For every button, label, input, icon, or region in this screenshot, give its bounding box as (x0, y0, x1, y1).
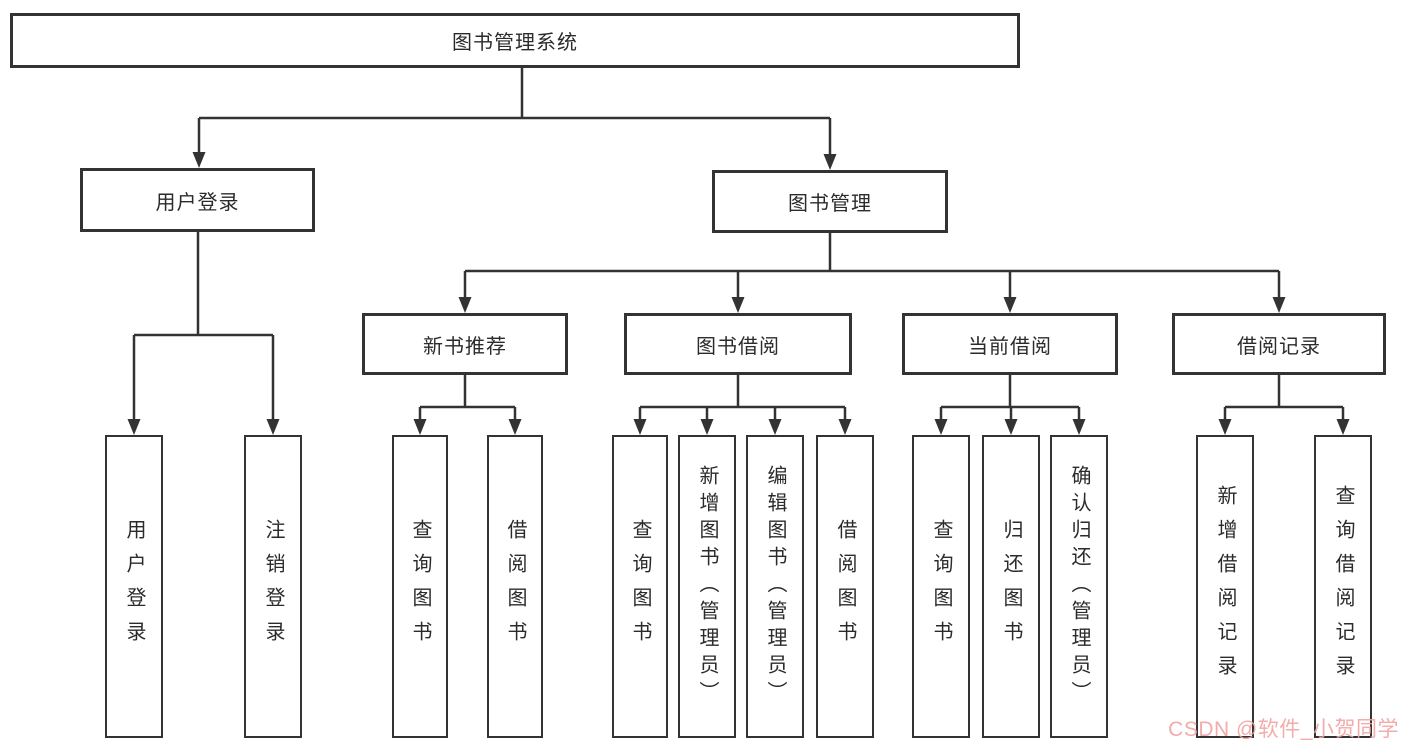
leaf-recommend-borrow-book: 借阅图书 (487, 435, 543, 738)
node-user-login: 用户登录 (80, 168, 315, 232)
leaf-borrow-book: 借阅图书 (816, 435, 874, 738)
node-book-borrow: 图书借阅 (624, 313, 852, 375)
arrowheads (127, 152, 1350, 435)
leaf-borrow-query-book: 查询图书 (612, 435, 668, 738)
node-book-management: 图书管理 (712, 170, 948, 233)
leaf-current-query-book: 查询图书 (912, 435, 970, 738)
node-root: 图书管理系统 (10, 13, 1020, 68)
node-new-book-recommend: 新书推荐 (362, 313, 568, 375)
leaf-return-book: 归还图书 (982, 435, 1040, 738)
node-borrow-record: 借阅记录 (1172, 313, 1386, 375)
csdn-watermark: CSDN @软件_小贺同学 (1168, 718, 1399, 741)
leaf-add-borrow-record: 新增借阅记录 (1196, 435, 1254, 738)
leaf-recommend-query-book: 查询图书 (392, 435, 448, 738)
leaf-query-borrow-record: 查询借阅记录 (1314, 435, 1372, 738)
leaf-add-book-admin: 新增图书（管理员） (678, 435, 736, 738)
node-current-borrow: 当前借阅 (902, 313, 1118, 375)
leaf-edit-book-admin: 编辑图书（管理员） (746, 435, 804, 738)
leaf-user-login: 用户登录 (105, 435, 163, 738)
leaf-logout: 注销登录 (244, 435, 302, 738)
leaf-confirm-return-admin: 确认归还（管理员） (1050, 435, 1108, 738)
